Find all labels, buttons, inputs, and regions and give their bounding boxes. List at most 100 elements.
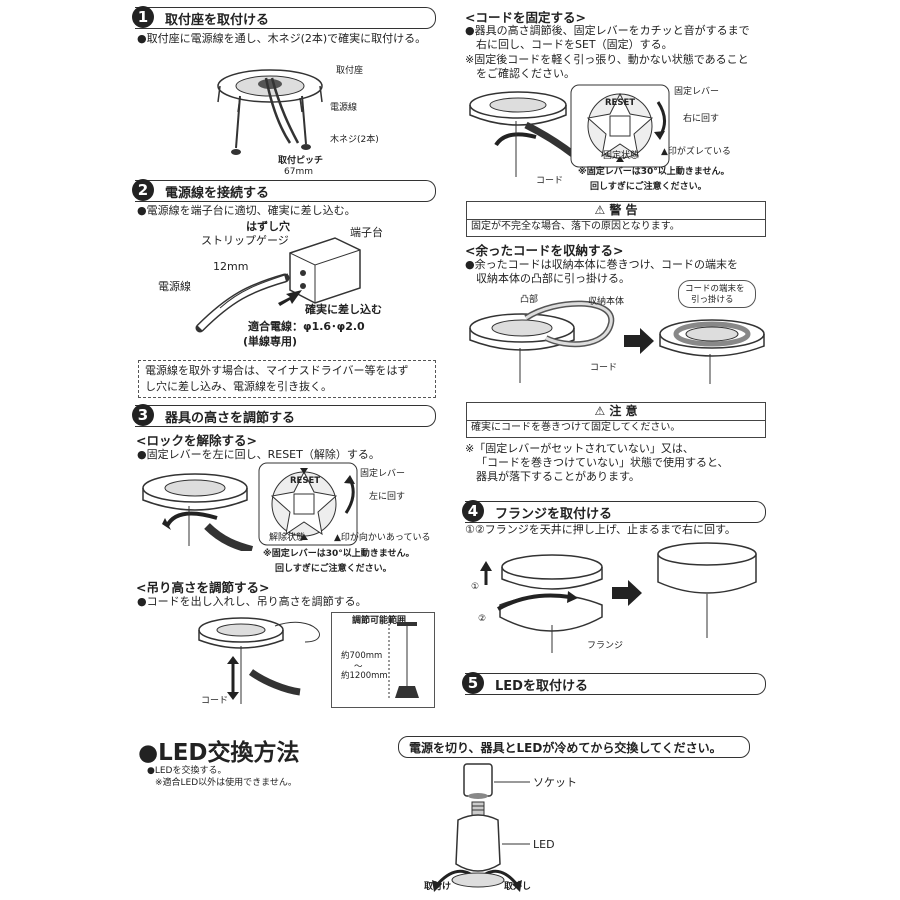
removal-note-box: 電源線を取外す場合は、マイナスドライバー等をはず し穴に差し込み、電源線を引き抜… <box>138 360 436 398</box>
height-text: ●コードを出し入れし、吊り高さを調節する。 <box>137 595 367 608</box>
step-number-3: 3 <box>132 404 154 426</box>
callout-line2: 引っ掛ける <box>691 295 734 305</box>
unlock-note2: 回しすぎにご注意ください。 <box>275 564 392 574</box>
pitch-label: 取付ピッチ <box>278 156 324 166</box>
convex-label: 凸部 <box>520 295 539 305</box>
section1-title: 取付座を取付ける <box>165 13 270 28</box>
turn-right-arrow-icon <box>654 101 666 140</box>
section1-header: 取付座を取付ける <box>135 7 436 29</box>
label-power-wire: 電源線 <box>330 103 358 113</box>
section4-title: フランジを取付ける <box>495 507 613 522</box>
range-sep: ～ <box>354 662 363 672</box>
warning-text: 固定が不完全な場合、落下の原因となります。 <box>471 221 680 232</box>
fix-cord-subtitle: <コードを固定する> <box>465 10 586 25</box>
unlock-lever-label: 固定レバー <box>360 469 406 479</box>
cord-label-height: コード <box>201 696 229 706</box>
caution-note1: ※「固定レバーがセットされていない」又は、 <box>465 442 694 455</box>
led-socket-illustration <box>432 763 530 892</box>
led-banner: 電源を切り、器具とLEDが冷めてから交換してください。 <box>398 736 750 758</box>
unlock-subtitle: <ロックを解除する> <box>136 433 257 448</box>
step-circle-2: ② <box>478 614 487 624</box>
wire-spec: 適合電線：φ1.6･φ2.0 <box>248 320 365 333</box>
store-cord-before-illustration <box>469 300 615 383</box>
led-replacement-title: ●LED交換方法 <box>138 740 300 766</box>
turn-right-label: 右に回す <box>683 114 720 124</box>
adjust-range-box: 調節可能範囲 約700mm ～ 約1200mm <box>331 612 435 708</box>
store-cord-after-illustration <box>659 319 765 384</box>
section3-title: 器具の高さを調節する <box>165 411 296 426</box>
section2-text: ●電源線を端子台に適切、確実に差し込む。 <box>137 204 356 217</box>
flange-before-illustration <box>480 554 603 653</box>
led-text-1: ●LEDを交換する。 <box>147 766 227 776</box>
caution-note3: 器具が落下することがあります。 <box>476 470 640 483</box>
section2-header: 電源線を接続する <box>135 180 436 202</box>
pitch-value: 67mm <box>284 167 313 177</box>
right-arrow-icon-flange <box>612 580 642 606</box>
turn-left-arrow-icon <box>344 475 355 514</box>
insert-firmly-label: 確実に差し込む <box>305 303 382 316</box>
fix-lever-label: 固定レバー <box>674 87 720 97</box>
mounting-seat-illustration <box>217 69 323 155</box>
unlock-note1: ※固定レバーは30°以上動きません。 <box>263 549 415 559</box>
fix-text-3: ※固定後コードを軽く引っ張り、動かない状態であること <box>465 53 749 66</box>
reset-mark-right: RESET <box>605 98 636 108</box>
attach-label: 取付け <box>424 882 452 892</box>
warning-title: 警 告 <box>609 203 638 217</box>
removal-note-line1: 電源線を取外す場合は、マイナスドライバー等をはず <box>145 364 409 377</box>
unlock-fixture-illustration <box>142 473 254 551</box>
right-arrow-icon-store <box>624 328 654 354</box>
store-text-2: 収納本体の凸部に引っ掛ける。 <box>476 272 630 285</box>
power-wire-label: 電源線 <box>158 280 191 293</box>
range-max: 約1200mm <box>341 671 388 681</box>
pendant-range-diagram <box>388 622 419 698</box>
released-state-label: 解除状態 <box>269 533 306 543</box>
led-text-2: ※適合LED以外は使用できません。 <box>155 778 297 788</box>
storage-body-label: 収納本体 <box>588 297 625 307</box>
height-subtitle: <吊り高さを調節する> <box>136 580 270 595</box>
section1-text: ●取付座に電源線を通し、木ネジ(2本)で確実に取付ける。 <box>137 32 427 45</box>
height-adjust-illustration <box>198 617 320 704</box>
flange-label: フランジ <box>587 641 624 651</box>
section4-text: ①②フランジを天井に押し上げ、止まるまで右に回す。 <box>465 523 736 536</box>
fix-lever-detail <box>570 84 670 168</box>
label-mounting-seat: 取付座 <box>336 66 364 76</box>
label-wood-screw: 木ネジ(2本) <box>330 135 379 145</box>
release-hole-label: はずし穴 <box>246 220 290 233</box>
store-cord-label: コード <box>590 363 618 373</box>
fix-note1: ※固定レバーは30°以上動きません。 <box>578 167 730 177</box>
fix-fixture-illustration <box>469 91 576 177</box>
section3-header: 器具の高さを調節する <box>135 405 436 427</box>
reset-mark-left: RESET <box>290 476 321 486</box>
fixed-state-label: 固定状態 <box>603 151 640 161</box>
section5-header: LEDを取付ける <box>465 673 766 695</box>
step-number-4: 4 <box>462 500 484 522</box>
wire-spec-single: (単線専用) <box>243 335 298 348</box>
unlock-lever-detail <box>258 462 358 546</box>
led-label: LED <box>533 838 555 851</box>
caution-title: 注 意 <box>609 404 638 418</box>
flange-after-illustration <box>657 542 757 638</box>
terminal-block-illustration <box>195 237 361 333</box>
caution-triangle-icon: ⚠ <box>594 404 610 418</box>
fix-cord-label: コード <box>536 176 564 186</box>
fix-note2: 回しすぎにご注意ください。 <box>590 182 707 192</box>
arrows-facing-label: ▲印が向かいあっている <box>334 533 431 543</box>
hook-callout: コードの端末を 引っ掛ける <box>678 280 756 308</box>
store-text-1: ●余ったコードは収納本体に巻きつけ、コードの端末を <box>465 258 739 271</box>
range-min: 約700mm <box>341 651 383 661</box>
warning-box: ⚠ 警 告 固定が不完全な場合、落下の原因となります。 <box>466 201 766 237</box>
terminal-block-label: 端子台 <box>350 226 383 239</box>
step-circle-1: ① <box>471 582 480 592</box>
section5-title: LEDを取付ける <box>495 679 588 694</box>
fix-text-2: 右に回し、コードをSET（固定）する。 <box>476 38 673 51</box>
fix-text-1: ●器具の高さ調節後、固定レバーをカチッと音がするまで <box>465 24 750 37</box>
strip-gauge-label: ストリップゲージ <box>201 234 289 247</box>
socket-label: ソケット <box>533 776 577 789</box>
unlock-text: ●固定レバーを左に回し、RESET（解除）する。 <box>137 448 380 461</box>
callout-line1: コードの端末を <box>685 284 745 294</box>
section2-title: 電源線を接続する <box>165 186 270 201</box>
turn-left-label: 左に回す <box>369 492 406 502</box>
caution-note2: 「コードを巻きつけていない」状態で使用すると、 <box>476 456 729 469</box>
caution-box: ⚠ 注 意 確実にコードを巻きつけて固定してください。 <box>466 402 766 438</box>
led-banner-text: 電源を切り、器具とLEDが冷めてから交換してください。 <box>409 741 722 755</box>
